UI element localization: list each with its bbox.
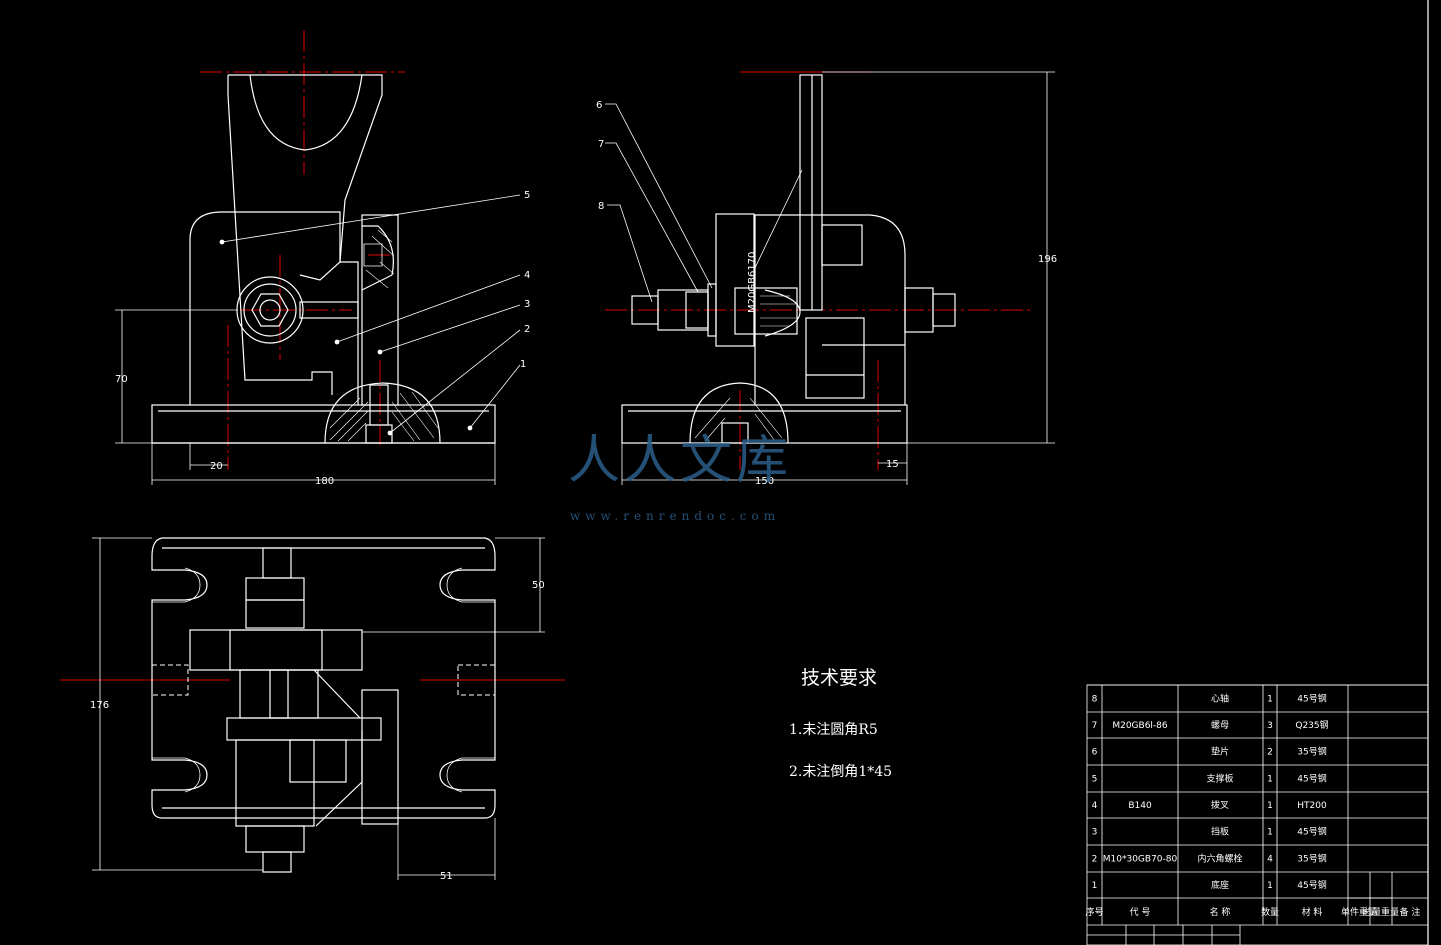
bom-row-material: Q235钢 xyxy=(1295,719,1328,731)
bom-row-name: 螺母 xyxy=(1211,720,1229,731)
bom-row-material: 45号钢 xyxy=(1297,826,1326,838)
front-view: 5 4 3 2 1 70 20 180 xyxy=(115,30,530,487)
bom-header-remark: 备 注 xyxy=(1400,906,1421,918)
part-label-6: 6 xyxy=(596,100,602,111)
bom-header-name: 名 称 xyxy=(1210,906,1231,918)
top-view: 176 50 51 xyxy=(60,537,565,882)
side-dim-offset: 15 xyxy=(886,459,899,470)
bom-row-no: 4 xyxy=(1092,801,1098,811)
bom-row-code: M10*30GB70-80 xyxy=(1103,855,1178,865)
bom-row-qty: 2 xyxy=(1267,748,1273,758)
bom-table: 8 心轴 1 45号钢 7 M20GB6l-86 螺母 3 Q235钢 6 垫片 2 35号钢 5 支撑板 1… xyxy=(1085,684,1429,945)
front-dim-offset: 20 xyxy=(210,461,223,472)
top-dim-lower: 51 xyxy=(440,871,453,882)
bom-row-code: M20GB6l-86 xyxy=(1112,721,1168,731)
bom-row-qty: 1 xyxy=(1267,801,1273,811)
bom-row-material: 45号钢 xyxy=(1297,879,1326,891)
part-label-5: 5 xyxy=(524,190,530,201)
side-view: M20GB6170 6 7 8 196 150 15 xyxy=(596,71,1057,487)
bom-header-no: 序号 xyxy=(1085,906,1103,918)
tech-item-2: 2.未注倒角1*45 xyxy=(789,764,892,780)
bom-row-qty: 1 xyxy=(1267,695,1273,705)
bom-row-name: 内六角螺栓 xyxy=(1197,853,1242,865)
bom-row-qty: 1 xyxy=(1267,828,1273,838)
part-label-4: 4 xyxy=(524,270,530,281)
side-dim-width: 150 xyxy=(755,476,774,487)
bom-row-qty: 3 xyxy=(1267,721,1273,731)
bom-row-no: 6 xyxy=(1092,748,1098,758)
bom-row-material: 35号钢 xyxy=(1297,853,1326,865)
bom-row-name: 拨叉 xyxy=(1211,799,1229,811)
bom-row-material: 45号钢 xyxy=(1297,693,1326,705)
bom-row-qty: 4 xyxy=(1267,855,1273,865)
side-dim-height: 196 xyxy=(1038,254,1057,265)
bom-row-name: 垫片 xyxy=(1211,746,1229,758)
bom-row-name: 底座 xyxy=(1211,879,1229,891)
bom-header-code: 代 号 xyxy=(1130,907,1151,918)
bom-row-material: HT200 xyxy=(1297,801,1327,811)
bom-row-name: 挡板 xyxy=(1211,826,1229,838)
part-label-3: 3 xyxy=(524,299,530,310)
bom-row-qty: 1 xyxy=(1267,881,1273,891)
part-label-1: 1 xyxy=(520,359,526,370)
tech-title: 技术要求 xyxy=(801,667,877,689)
bom-row-no: 2 xyxy=(1092,855,1098,865)
bom-row-qty: 1 xyxy=(1267,775,1273,785)
watermark-text: 人人文库 xyxy=(568,431,792,491)
bom-header-total-weight: 总量重量 xyxy=(1363,906,1399,918)
bom-row-no: 8 xyxy=(1092,695,1098,705)
part-label-2: 2 xyxy=(524,324,530,335)
bom-header-qty: 数量 xyxy=(1261,906,1279,918)
bom-row-no: 1 xyxy=(1092,881,1098,891)
bom-row-code: B140 xyxy=(1128,801,1152,811)
top-dim-height: 176 xyxy=(90,700,109,711)
bom-row-no: 3 xyxy=(1092,828,1098,838)
bom-row-material: 45号钢 xyxy=(1297,773,1326,785)
bom-row-name: 心轴 xyxy=(1211,693,1229,705)
bom-header-material: 材 料 xyxy=(1302,906,1323,918)
bom-row-no: 5 xyxy=(1092,775,1098,785)
bom-row-material: 35号钢 xyxy=(1297,746,1326,758)
bom-header-unit-weight: 单件重量 xyxy=(1341,906,1377,918)
front-dim-width: 180 xyxy=(315,476,334,487)
top-dim-upper: 50 xyxy=(532,580,545,591)
tech-requirements: 技术要求 1.未注圆角R5 2.未注倒角1*45 xyxy=(789,667,892,780)
watermark: 人人文库 www.renrendoc.com xyxy=(568,431,792,523)
bom-row-no: 7 xyxy=(1092,721,1098,731)
watermark-url: www.renrendoc.com xyxy=(570,509,780,523)
tech-item-1: 1.未注圆角R5 xyxy=(789,722,878,738)
part-label-8: 8 xyxy=(598,201,604,212)
bolt-stamp: M20GB6170 xyxy=(747,252,758,313)
front-dim-height: 70 xyxy=(115,374,128,385)
part-label-7: 7 xyxy=(598,139,604,150)
bom-row-name: 支撑板 xyxy=(1206,773,1233,785)
